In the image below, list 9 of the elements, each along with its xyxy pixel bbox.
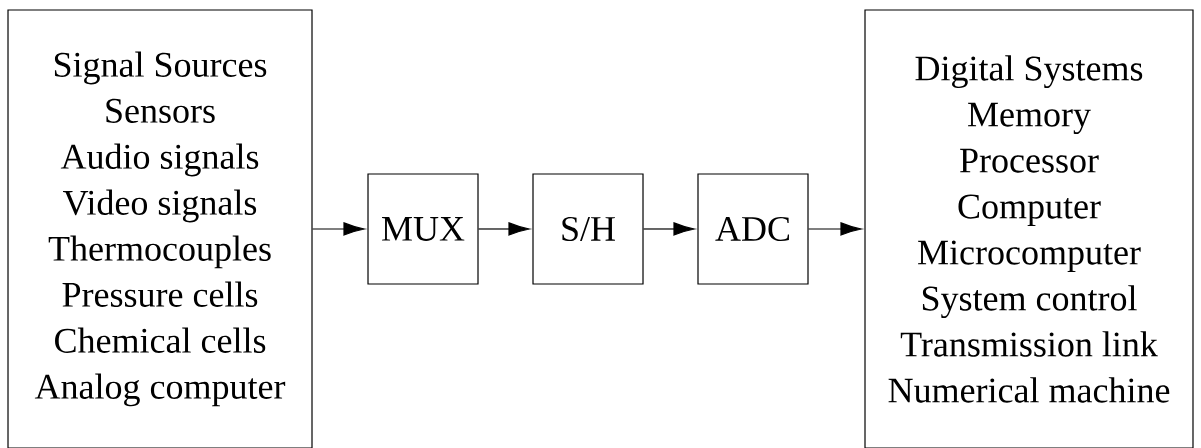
arrow [312, 222, 365, 236]
process-box: S/H [532, 173, 644, 285]
process-box: ADC [697, 173, 809, 285]
process-box: MUX [367, 173, 479, 285]
arrow [478, 222, 530, 236]
source-box: Signal Sources Sensors Audio signals Video signals Thermocouples Pressure cells Chemical cells Analog computer [7, 9, 313, 448]
arrow [643, 222, 695, 236]
destination-box: Digital Systems Memory Processor Computer Microcomputer System control Transmission link Numerical machine [864, 9, 1194, 448]
arrow [808, 222, 862, 236]
